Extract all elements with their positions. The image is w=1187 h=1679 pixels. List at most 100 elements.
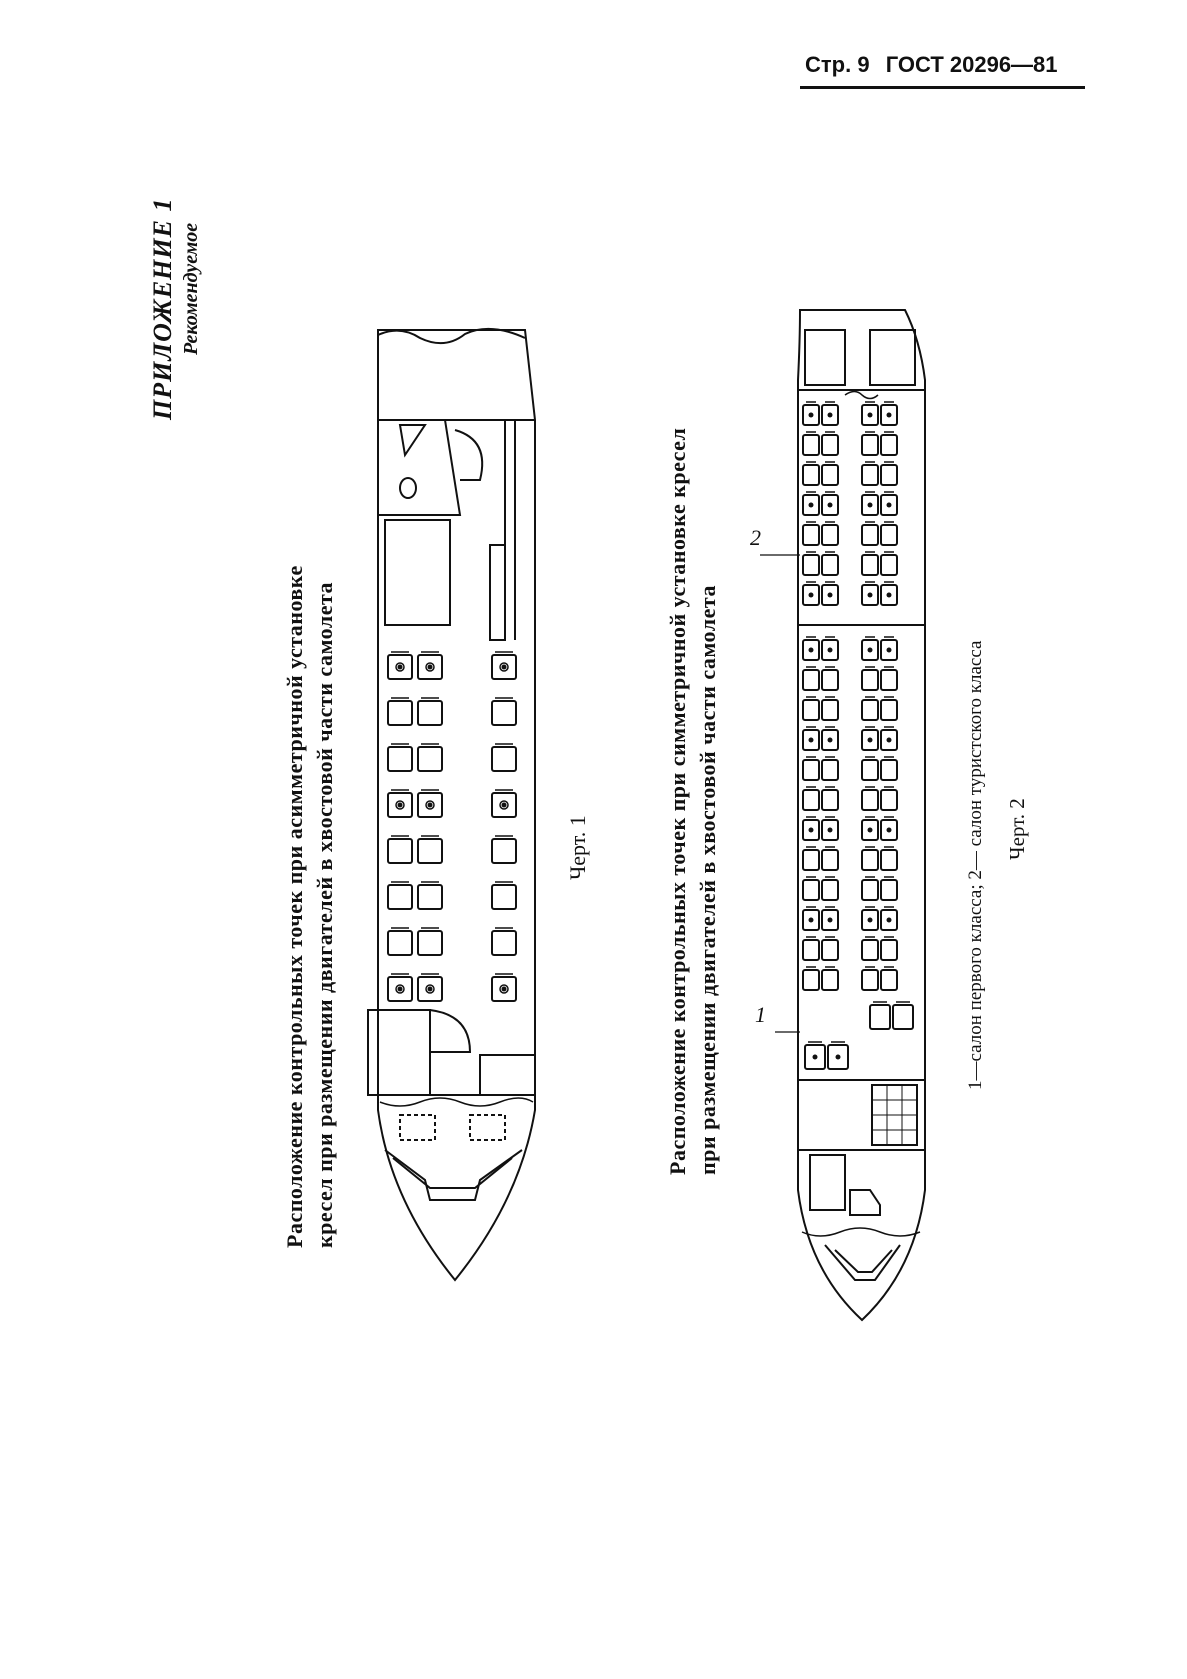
seat: [821, 966, 839, 991]
seat: [802, 846, 820, 871]
seat: [821, 636, 839, 661]
seat: [861, 431, 879, 456]
seat: [802, 491, 820, 516]
seat: [417, 789, 443, 818]
seat: [861, 521, 879, 546]
seat: [880, 696, 898, 721]
seat: [491, 835, 517, 864]
seat: [880, 936, 898, 961]
seat: [821, 906, 839, 931]
seat: [880, 401, 898, 426]
standard-code: ГОСТ 20296—81: [885, 52, 1058, 77]
seat: [821, 581, 839, 606]
seat: [802, 816, 820, 841]
seat: [821, 756, 839, 781]
seat: [417, 881, 443, 910]
seat: [821, 876, 839, 901]
seat: [861, 726, 879, 751]
seat: [880, 636, 898, 661]
seat: [802, 936, 820, 961]
fig2-fuselage: [797, 309, 926, 1322]
seat: [861, 756, 879, 781]
seat: [491, 697, 517, 726]
seat: [821, 936, 839, 961]
seat: [417, 651, 443, 680]
fig2-crew-seat: [849, 1189, 881, 1216]
fig1-galley: [384, 519, 451, 626]
seat: [861, 816, 879, 841]
seat: [387, 973, 413, 1002]
seat: [387, 789, 413, 818]
fig1-pilot-seat: [399, 1114, 436, 1141]
seat: [821, 461, 839, 486]
seat: [861, 551, 879, 576]
seat: [387, 835, 413, 864]
fig2-instrument-panel: [824, 1244, 901, 1281]
fig2-wave-bottom: [801, 1227, 921, 1237]
seat: [821, 551, 839, 576]
seat: [861, 636, 879, 661]
seat: [802, 581, 820, 606]
seat: [827, 1041, 849, 1070]
seat: [821, 696, 839, 721]
seat: [861, 876, 879, 901]
seat: [821, 401, 839, 426]
fig1-top-cut: [377, 327, 526, 345]
seat: [417, 927, 443, 956]
fig1-entry-door: [429, 1009, 472, 1053]
seat: [861, 666, 879, 691]
seat: [880, 786, 898, 811]
page-header: Стр. 9 ГОСТ 20296—81: [805, 52, 1085, 86]
seat: [880, 666, 898, 691]
fig2-callout-1: 1: [755, 1002, 766, 1027]
seat: [861, 696, 879, 721]
seat: [821, 521, 839, 546]
fig1-lavatory-sink: [398, 424, 427, 458]
fig1-instrument-panel: [384, 1149, 523, 1201]
fig1-toilet: [399, 477, 417, 499]
seat: [821, 491, 839, 516]
seat: [861, 936, 879, 961]
page-number: Стр. 9: [805, 52, 870, 77]
seat: [417, 743, 443, 772]
fig1-instrument-panel-inner: [392, 1157, 513, 1189]
seat: [387, 697, 413, 726]
seat: [880, 521, 898, 546]
seat: [880, 461, 898, 486]
seat: [387, 881, 413, 910]
seat: [387, 927, 413, 956]
seat: [802, 636, 820, 661]
seat: [802, 786, 820, 811]
seat: [861, 906, 879, 931]
seat: [880, 551, 898, 576]
seat: [804, 1041, 826, 1070]
seat: [880, 906, 898, 931]
seat: [802, 431, 820, 456]
seat: [821, 816, 839, 841]
seat: [861, 786, 879, 811]
seat: [880, 491, 898, 516]
seat: [802, 521, 820, 546]
seat: [802, 696, 820, 721]
fig1-copilot-seat: [469, 1114, 506, 1141]
seat: [880, 756, 898, 781]
seat: [880, 431, 898, 456]
seat: [491, 881, 517, 910]
fig1-wave: [379, 1097, 534, 1107]
seat: [802, 876, 820, 901]
seat: [417, 973, 443, 1002]
seat: [491, 973, 517, 1002]
seat: [802, 461, 820, 486]
seat: [802, 756, 820, 781]
seat: [861, 401, 879, 426]
seat: [821, 431, 839, 456]
seat: [491, 927, 517, 956]
fig2-galley-grid-lines: [872, 1085, 917, 1145]
seat: [802, 551, 820, 576]
fig2-lav-right: [869, 329, 916, 386]
seat: [880, 816, 898, 841]
seat: [821, 726, 839, 751]
seat: [861, 491, 879, 516]
